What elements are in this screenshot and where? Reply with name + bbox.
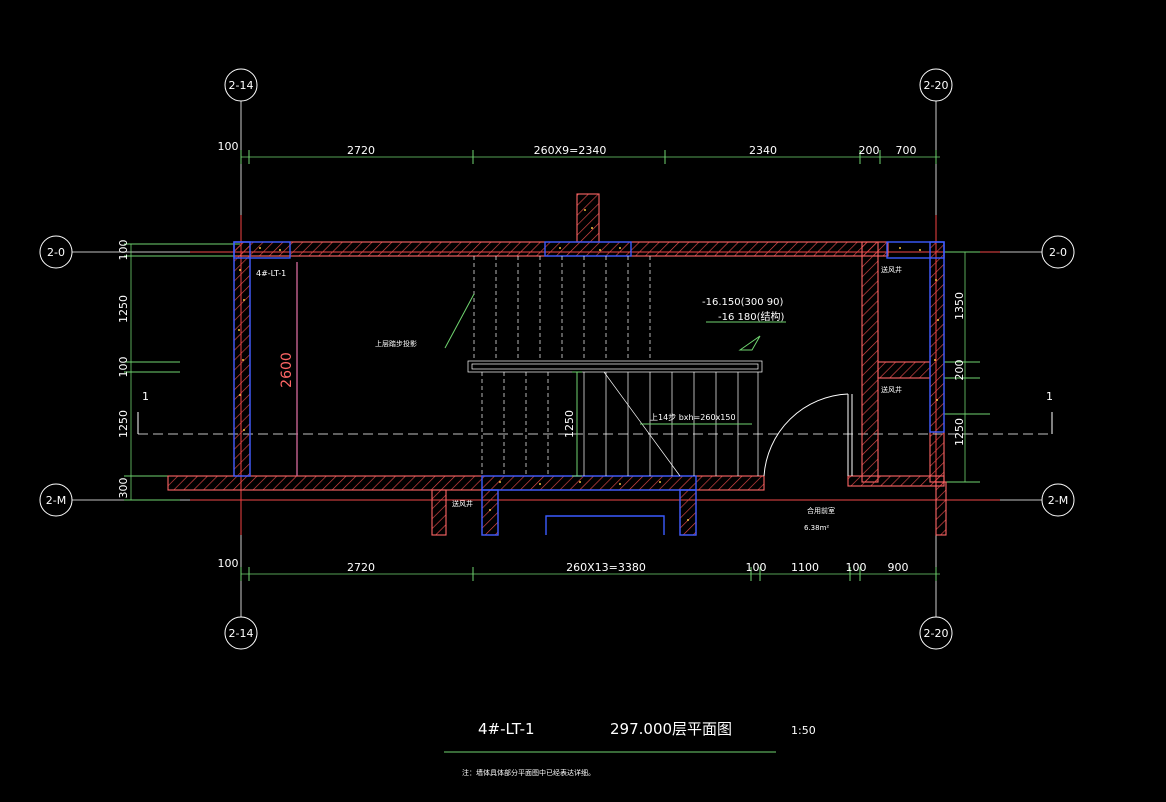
left-dim-4: 300: [117, 478, 130, 499]
right-dimension-chain: 1350 200 1250: [944, 251, 990, 483]
wall-shaft-inner: [861, 241, 879, 483]
stair-note: 上层踏步投影: [375, 339, 417, 348]
title-note: 注：墙体具体部分平面图中已经表达详细。: [462, 768, 595, 777]
wall-low-2: [481, 489, 499, 536]
top-dim-1: 2720: [347, 144, 375, 157]
bottom-dim-4: 1100: [791, 561, 819, 574]
right-dim-2: 200: [953, 360, 966, 381]
room-height-dim: 2600: [279, 352, 295, 388]
top-dim-3: 2340: [749, 144, 777, 157]
svg-text:2-0: 2-0: [47, 246, 65, 259]
labels: 4#-LT-1 2600 1250 上层踏步投影 -16.150(300 90)…: [256, 265, 902, 532]
wall-shaft-divider: [877, 361, 931, 379]
svg-text:2-14: 2-14: [229, 79, 254, 92]
wall-right: [929, 241, 945, 483]
svg-text:2-M: 2-M: [46, 494, 66, 507]
left-dim-3: 1250: [117, 410, 130, 438]
grid-bubble-bottom-right: 2-20: [919, 616, 953, 650]
bottom-dim-3: 100: [746, 561, 767, 574]
bottom-dim-2: 260X13=3380: [566, 561, 646, 574]
top-dim-edge: 100: [218, 140, 239, 153]
room-name: 合用前室: [807, 506, 835, 515]
level-label-2: -16 180(结构): [718, 310, 785, 323]
svg-text:2-0: 2-0: [1049, 246, 1067, 259]
right-dim-3: 1250: [953, 418, 966, 446]
svg-text:2-20: 2-20: [924, 79, 949, 92]
level-label-1: -16.150(300 90): [702, 297, 783, 308]
grid-bubble-top-left: 2-14: [224, 68, 258, 102]
title-code: 4#-LT-1: [478, 720, 535, 738]
bottom-dim-6: 900: [888, 561, 909, 574]
grid-bubble-top-right: 2-20: [919, 68, 953, 102]
shaft-label-2: 送风井: [881, 385, 902, 394]
top-dim-2: 260X9=2340: [534, 144, 607, 157]
grid-bubble-bottom-left: 2-14: [224, 616, 258, 650]
svg-text:2-14: 2-14: [229, 627, 254, 640]
right-dim-1: 1350: [953, 292, 966, 320]
grid-bubble-row-top-left: 2-0: [39, 235, 73, 269]
bottom-dim-edge: 100: [218, 557, 239, 570]
wall-bottom: [167, 475, 765, 491]
svg-text:2-20: 2-20: [924, 627, 949, 640]
grid-lines: [72, 100, 1044, 620]
stair-direction: 上14步 bxh=260x150: [650, 413, 736, 422]
left-dim-1: 1250: [117, 295, 130, 323]
stair-treads: [467, 256, 763, 477]
section-mark-right: 1: [1046, 390, 1053, 403]
structural-outlines: [233, 241, 945, 536]
wall-top: [233, 241, 889, 257]
shaft-label-1: 送风井: [881, 265, 902, 274]
title-scale: 1:50: [791, 724, 816, 737]
walls: [167, 193, 947, 536]
left-dim-2: 100: [117, 357, 130, 378]
wall-low-right: [935, 481, 947, 536]
grid-bubble-row-top-right: 2-0: [1041, 235, 1075, 269]
grid-bubbles: 2-14 2-20 2-14 2-20 2-0 2-0 2-M 2-M: [39, 68, 1075, 650]
wall-bottom-right: [847, 475, 945, 487]
rebar-marks: [238, 209, 939, 521]
section-line: 1 1: [137, 390, 1053, 435]
grid-bubble-row-bottom-left: 2-M: [39, 483, 73, 517]
shaft-label-3: 送风井: [452, 499, 473, 508]
svg-text:2-M: 2-M: [1048, 494, 1068, 507]
left-dim-top: 100: [117, 240, 130, 261]
drawing-title: 4#-LT-1 297.000层平面图 1:50 注：墙体具体部分平面图中已经表…: [444, 720, 816, 777]
stair-run-dim: 1250: [563, 410, 576, 438]
left-dimension-chain: 100 1250 100 1250 300: [117, 240, 240, 501]
grid-bubble-row-bottom-right: 2-M: [1041, 483, 1075, 517]
room-area: 6.38m²: [804, 524, 829, 532]
top-dim-5: 700: [896, 144, 917, 157]
wall-duct-top: [576, 193, 600, 243]
section-mark-left: 1: [142, 390, 149, 403]
top-dimension-chain: 100 2720 260X9=2340 2340 200 700: [218, 140, 940, 164]
wall-left: [233, 241, 251, 477]
bottom-dimension-chain: 100 2720 260X13=3380 100 1100 100 900: [218, 557, 940, 581]
bottom-dim-5: 100: [846, 561, 867, 574]
wall-low-1: [431, 489, 447, 536]
title-name: 297.000层平面图: [610, 720, 732, 738]
top-dim-4: 200: [859, 144, 880, 157]
door-swing: [763, 393, 853, 477]
room-tag: 4#-LT-1: [256, 269, 286, 278]
annotations: [296, 262, 786, 477]
wall-low-3: [679, 489, 697, 536]
bottom-dim-1: 2720: [347, 561, 375, 574]
